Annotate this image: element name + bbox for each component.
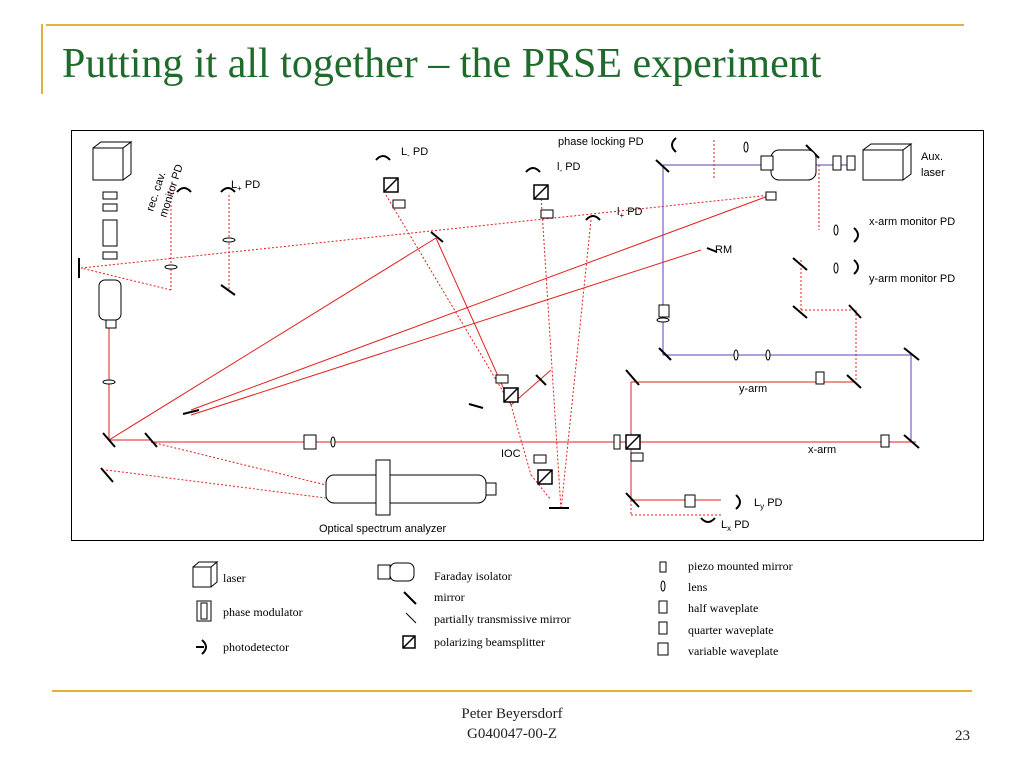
footer-rule <box>52 690 972 692</box>
laser-aux <box>862 143 913 181</box>
page-number: 23 <box>955 728 970 744</box>
label-l-minus-pd-small: l- PD <box>557 161 581 175</box>
legend-mirror: mirror <box>434 590 465 604</box>
label-x-arm: x-arm <box>808 444 836 456</box>
label-l-plus-pd-small: l+ PD <box>617 206 643 220</box>
legend-faraday-isolator: Faraday isolator <box>434 569 512 583</box>
legend-photodetector: photodetector <box>223 640 289 654</box>
legend-lens-icon <box>660 580 666 592</box>
legend-variable-waveplate-icon <box>657 642 669 656</box>
footer-author: Peter Beyersdorf <box>461 706 563 722</box>
label-x-arm-monitor: x-arm monitor PD <box>869 216 955 228</box>
legend-piezo-mirror: piezo mounted mirror <box>688 559 793 573</box>
label-phase-locking-pd: phase locking PD <box>558 136 644 148</box>
legend-partial-mirror: partially transmissive mirror <box>434 612 571 626</box>
legend-phase-modulator-icon <box>196 600 212 622</box>
legend-half-waveplate-icon <box>658 600 668 614</box>
legend-partial-mirror-icon <box>405 612 417 624</box>
legend-half-waveplate: half waveplate <box>688 601 758 615</box>
legend-faraday-isolator-icon <box>377 562 415 582</box>
label-rm: RM <box>715 244 732 256</box>
footer-doc-id: G040047-00-Z <box>467 726 557 742</box>
label-lx-pd: Lx PD <box>721 519 750 533</box>
legend-photodetector-icon <box>196 639 207 655</box>
monitor-beam-paths <box>80 140 857 516</box>
legend-pbs-icon <box>402 635 416 649</box>
legend-laser: laser <box>223 571 246 585</box>
legend-piezo-mirror-icon <box>659 561 667 573</box>
label-l-plus-pd: L+ PD <box>231 179 260 193</box>
label-aux-laser-1: Aux. <box>921 151 943 163</box>
legend-phase-modulator: phase modulator <box>223 605 303 619</box>
faraday-isolator-aux <box>760 149 817 181</box>
optical-components <box>102 141 890 508</box>
label-osa: Optical spectrum analyzer <box>319 523 446 535</box>
legend-mirror-icon <box>403 591 417 605</box>
prse-optical-schematic: phase locking PD Aux. laser L- PD l- PD … <box>71 130 984 541</box>
legend-pbs: polarizing beamsplitter <box>434 635 545 649</box>
label-ioc: IOC <box>501 448 521 460</box>
legend-laser-icon <box>192 560 219 588</box>
legend-variable-waveplate: variable waveplate <box>688 644 778 658</box>
optical-spectrum-analyzer <box>325 459 497 516</box>
label-ly-pd: Ly PD <box>754 497 783 511</box>
laser-main <box>92 141 133 181</box>
photodetectors <box>176 137 859 523</box>
label-y-arm: y-arm <box>739 383 767 395</box>
main-beam-paths <box>108 194 916 501</box>
mirrors <box>78 144 920 509</box>
title-rule-side <box>41 24 43 94</box>
label-aux-laser-2: laser <box>921 167 945 179</box>
title-rule-top <box>46 24 964 26</box>
legend-lens: lens <box>688 580 708 594</box>
legend-quarter-waveplate-icon <box>658 621 668 635</box>
label-y-arm-monitor: y-arm monitor PD <box>869 273 955 285</box>
label-l-minus-pd: L- PD <box>401 146 428 160</box>
polarizing-beamsplitters <box>383 177 641 485</box>
legend-quarter-waveplate: quarter waveplate <box>688 623 774 637</box>
slide-title: Putting it all together – the PRSE exper… <box>62 41 822 87</box>
faraday-isolator-main <box>98 279 122 329</box>
